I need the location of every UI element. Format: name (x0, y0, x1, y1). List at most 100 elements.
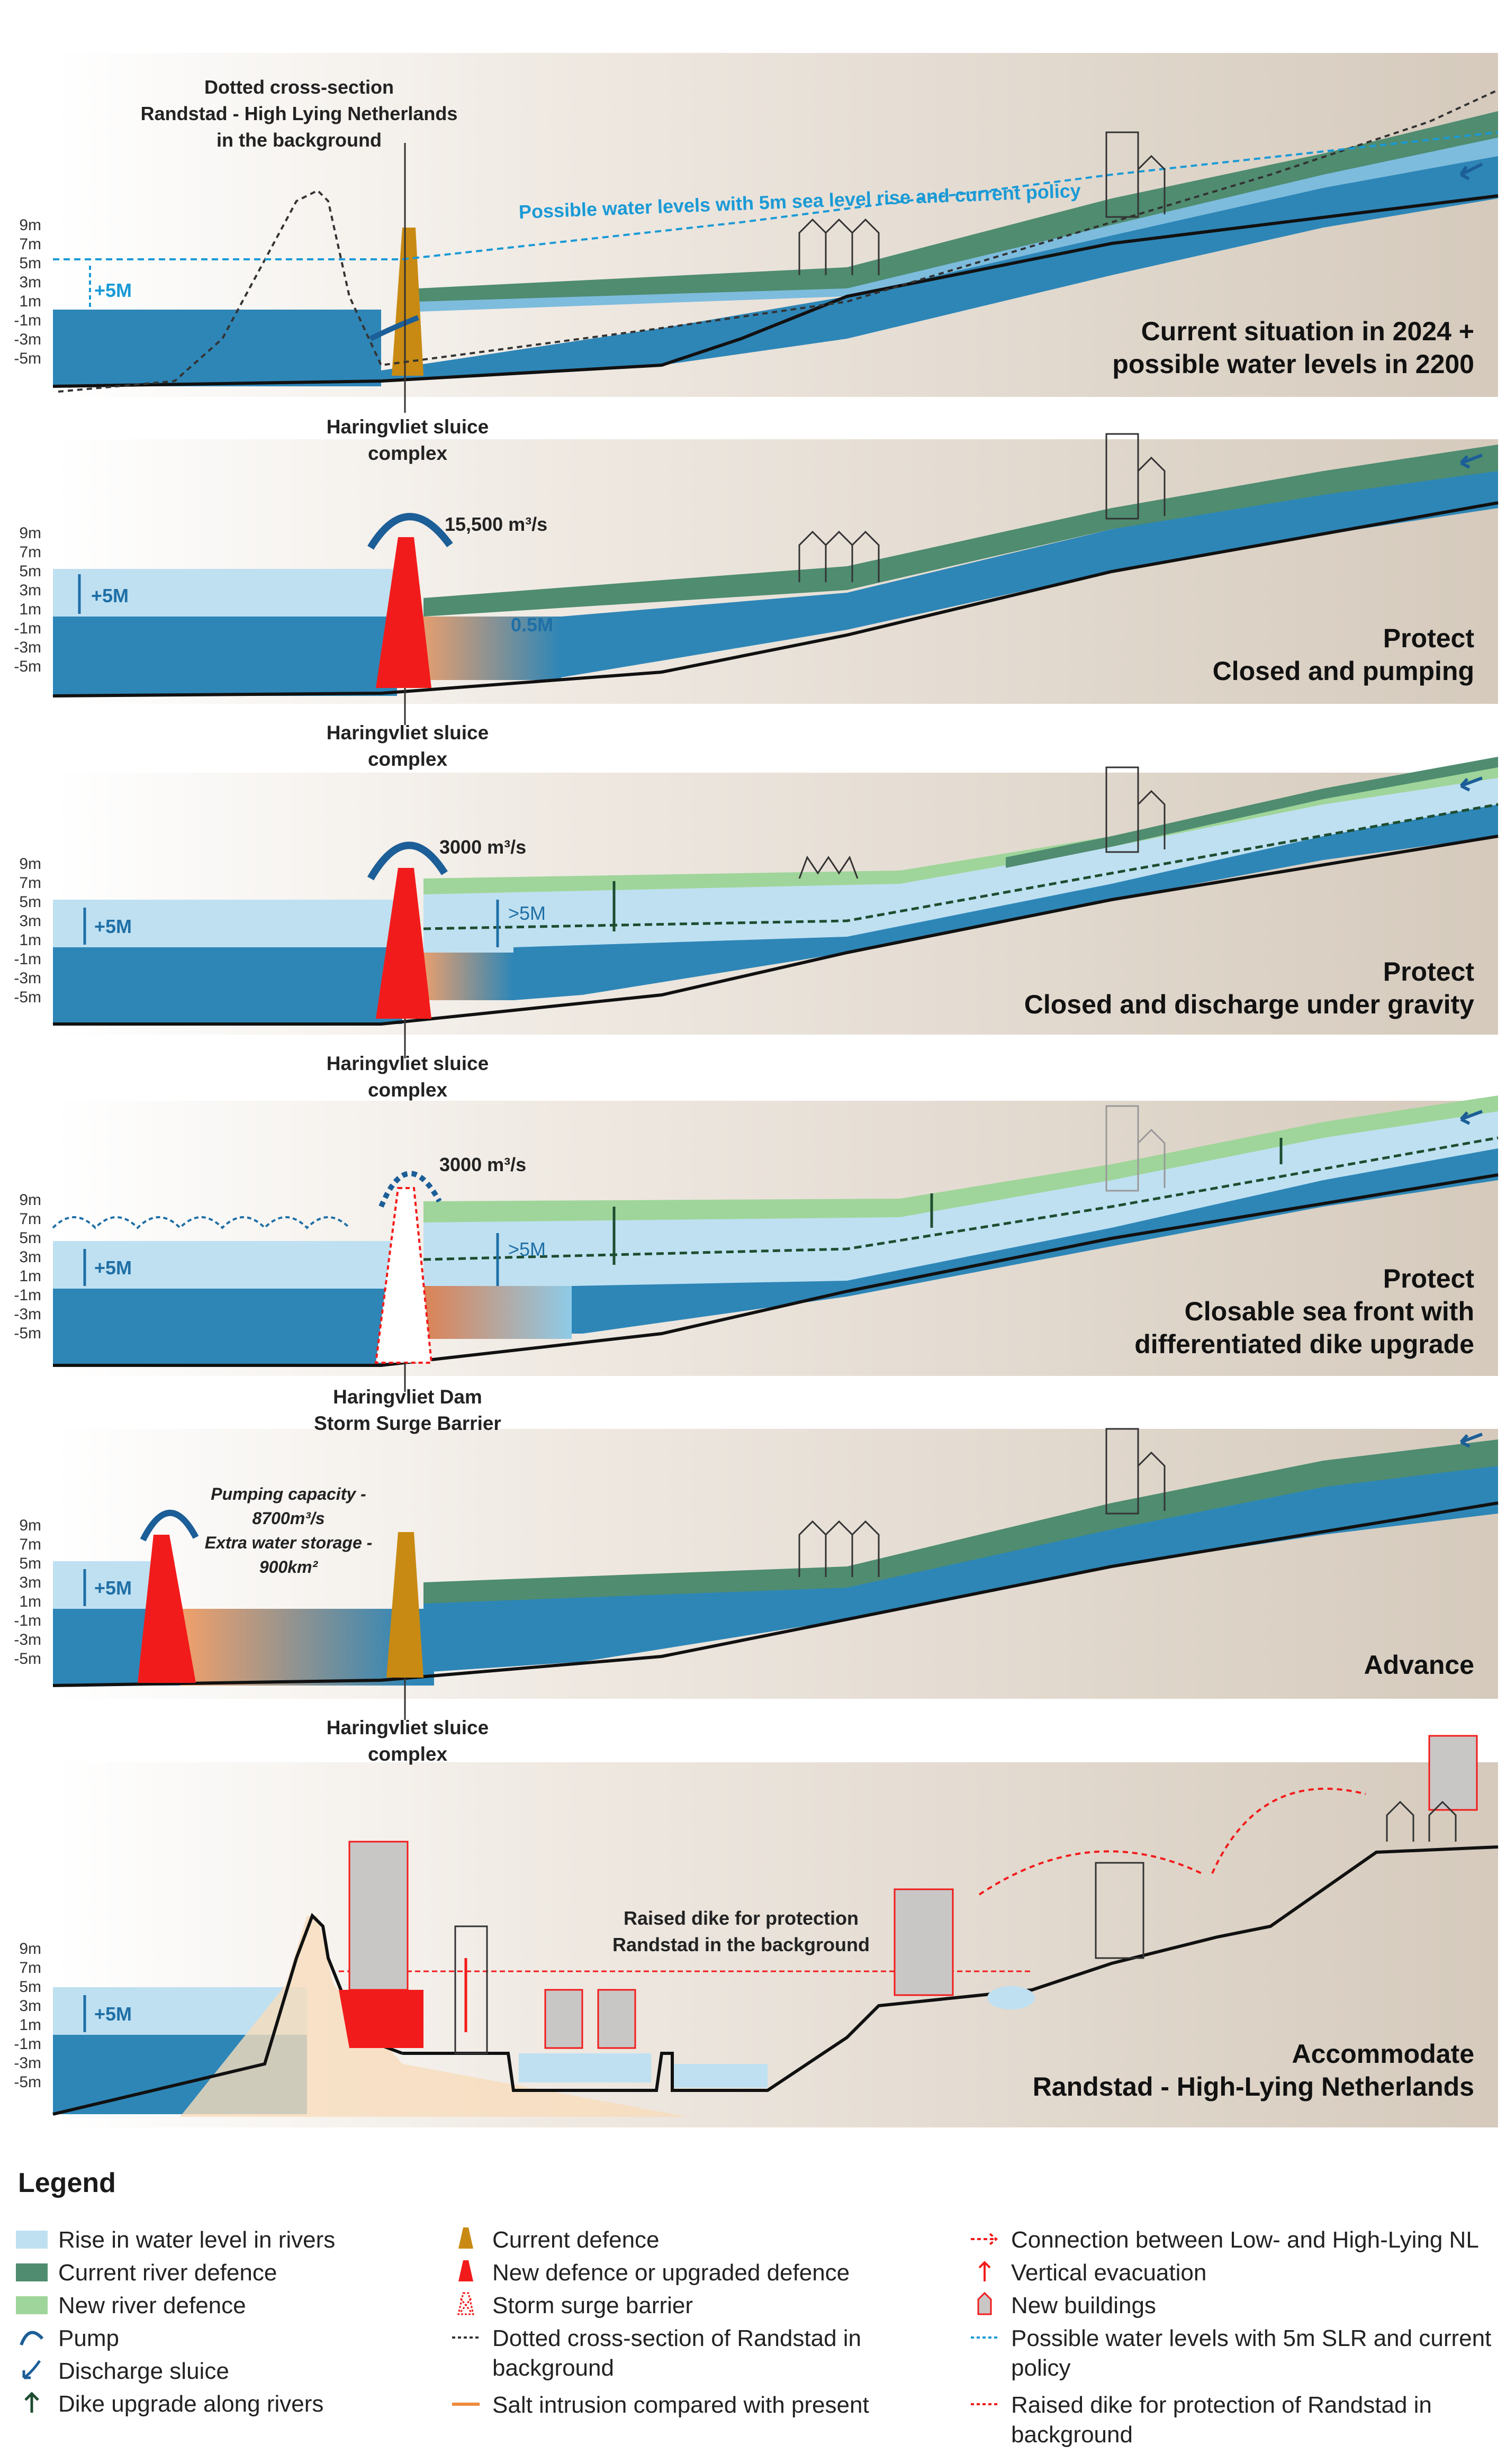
panel-3-dike-upgrade-line (423, 803, 1499, 930)
legend-title: Legend (18, 2168, 116, 2198)
panel-5-river (423, 1455, 1498, 1672)
panel-4-salt-intrusion (402, 1286, 572, 1339)
panel-2-salt-intrusion (413, 617, 561, 680)
legend-column-1: Rise in water level in rivers Current ri… (16, 2225, 335, 2422)
legend-label: Vertical evacuation (1011, 2260, 1207, 2286)
panel-3-river-flow-icon (1459, 776, 1483, 792)
panel-3-flow: 3000 m³/s (439, 836, 527, 858)
panel-4-terrain-line (53, 1173, 1499, 1367)
legend-label: New defence or upgraded defence (492, 2260, 850, 2286)
panel-3-river (513, 804, 1498, 1000)
scale-label: 9m (19, 1940, 41, 1958)
panel-2-river (561, 466, 1498, 677)
legend-item: New river defence (16, 2291, 335, 2324)
legend-label: Possible water levels with 5m SLR and cu… (1011, 2325, 1492, 2381)
scale-label: 9m (19, 855, 41, 873)
panel-3-new-defence (376, 868, 431, 1019)
panel-5-river-flow-icon (1459, 1433, 1483, 1448)
scale-label: 1m (19, 1267, 41, 1285)
legend-item: Rise in water level in rivers (16, 2225, 335, 2258)
panel-4-flow: 3000 m³/s (439, 1154, 527, 1175)
scale-label: -5m (14, 989, 41, 1006)
panel-5-salt-intrusion (180, 1609, 413, 1686)
panel-4-new-dike (423, 1095, 1498, 1222)
panel-2-caption: Haringvliet sluice complex (326, 722, 489, 770)
panel-3-inner-rise: >5M (508, 902, 546, 924)
legend-label: Pump (58, 2325, 119, 2351)
panel-2-river-flow-icon (1459, 454, 1483, 469)
scale-label: 3m (19, 582, 41, 599)
new-building-icon (969, 2291, 1000, 2316)
scale-label: -3m (14, 970, 41, 987)
scale-label: -1m (14, 1612, 41, 1629)
scale-label: 7m (19, 1210, 41, 1228)
panel-3-salt-intrusion (418, 953, 513, 1000)
scale-label: -5m (14, 1325, 41, 1342)
panel-3-river-rise (423, 778, 1498, 990)
panel-4-inner-rise: >5M (508, 1238, 546, 1260)
scale-label: 3m (19, 912, 41, 930)
legend-item: Discharge sluice (16, 2357, 335, 2389)
panel-5-title: Advance (1364, 1650, 1474, 1680)
scale-label: 5m (19, 255, 41, 272)
legend-item: Possible water levels with 5m SLR and cu… (969, 2324, 1498, 2390)
panel-2-current-dike (423, 445, 1498, 617)
panel-4-title: Protect Closable sea front with differen… (1134, 1264, 1474, 1359)
scale-label: 9m (19, 1517, 41, 1534)
scale-label: 1m (19, 293, 41, 310)
scale-label: 3m (19, 1574, 41, 1591)
panel-1-current (52, 53, 1499, 413)
panel-5-houses (798, 1428, 1166, 1577)
legend-item: Raised dike for protection of Randstad i… (969, 2390, 1498, 2457)
rise-water-swatch (16, 2231, 48, 2249)
panel-6-title: Accommodate Randstad - High-Lying Nether… (1032, 2039, 1474, 2101)
panel-6-existing-buildings (454, 1800, 1457, 2054)
panel-6-groundwater (987, 1986, 1035, 2009)
new-defence-icon (450, 2258, 482, 2284)
panel-3-sea (53, 947, 402, 1024)
legend-label: New buildings (1011, 2293, 1156, 2318)
scale-label: 1m (19, 931, 41, 949)
legend-item: Storm surge barrier (450, 2291, 895, 2324)
panel-6-dike-note: Raised dike for protection Randstad in t… (612, 1907, 870, 1955)
discharge-sluice-icon (16, 2357, 48, 2382)
panel-6-wetland-water (672, 2064, 768, 2088)
current-defence-icon (450, 2225, 482, 2251)
legend-label: Discharge sluice (58, 2358, 229, 2384)
legend-label: Current river defence (58, 2260, 277, 2286)
panel-4-waves (52, 1216, 350, 1229)
panel-4-river (572, 1148, 1498, 1334)
legend-column-2: Current defence New defence or upgraded … (450, 2225, 895, 2423)
panel-5-terrain-line (52, 1501, 1499, 1687)
scale-label: 5m (19, 563, 41, 580)
legend-item: Current river defence (16, 2258, 335, 2291)
panel-5-current-defence (386, 1532, 423, 1678)
panel-4-sea (53, 1289, 392, 1365)
panel-5-caption: Haringvliet sluice complex (326, 1717, 489, 1765)
raised-dike-line-icon (969, 2390, 1000, 2416)
legend-column-3: Connection between Low- and High-Lying N… (969, 2225, 1498, 2457)
scale-label: -3m (14, 1306, 41, 1323)
legend-label: Storm surge barrier (492, 2293, 693, 2318)
panel-1-terrain-line (52, 194, 1499, 388)
panel-1-randstad-dotted (58, 89, 1499, 393)
scale-label: 5m (19, 1229, 41, 1247)
panel-4-rise-label: +5M (94, 1257, 132, 1279)
panel-2-protect-pumping (52, 433, 1499, 725)
panel-1-current-defence (392, 228, 423, 376)
storm-surge-barrier-icon (450, 2291, 482, 2316)
scale-label: -5m (14, 1650, 41, 1668)
scale-label: -3m (14, 639, 41, 656)
legend-item: Dotted cross-section of Randstad in back… (450, 2324, 895, 2390)
scale-label: 9m (19, 216, 41, 234)
scale-label: 7m (19, 235, 41, 253)
legend-label: Raised dike for protection of Randstad i… (1011, 2392, 1432, 2448)
panel-3-caption: Haringvliet sluice complex (326, 1053, 489, 1101)
panel-3-houses (798, 766, 1166, 879)
scale-label: 5m (19, 893, 41, 911)
current-river-defence-swatch (16, 2263, 48, 2281)
legend-item: Dike upgrade along rivers (16, 2389, 335, 2422)
